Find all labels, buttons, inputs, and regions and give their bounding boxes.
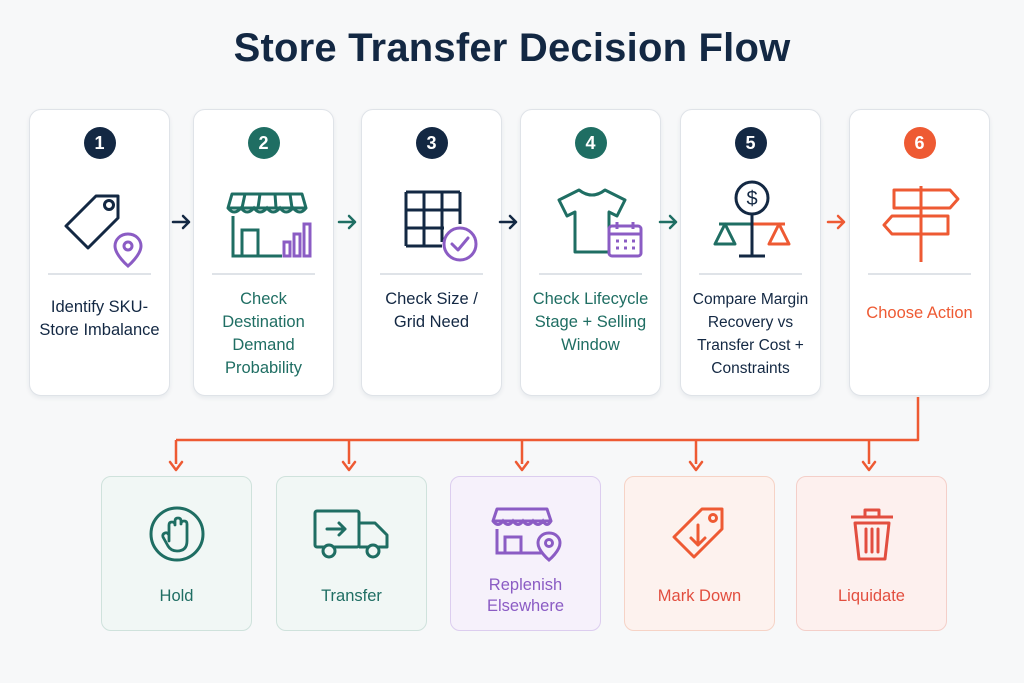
card-divider <box>212 273 315 275</box>
signpost-icon <box>850 172 991 276</box>
page-title: Store Transfer Decision Flow <box>233 26 791 70</box>
step-number-badge: 5 <box>734 127 767 159</box>
step-card-4: 4 Check Lifecycle Stage + Selling Window <box>520 109 661 396</box>
size-grid-check-icon <box>362 172 503 276</box>
arrow-right-icon <box>498 214 518 230</box>
step-label: Identify SKU-Store Imbalance <box>39 298 160 339</box>
outcome-label: Transfer <box>321 586 382 605</box>
tshirt-calendar-icon <box>521 172 662 276</box>
outcome-label: Liquidate <box>838 586 905 605</box>
markdown-tag-icon <box>625 499 774 569</box>
price-tag-location-icon <box>30 172 171 276</box>
card-divider <box>868 273 971 275</box>
outcome-card-replenish-elsewhere: Replenish Elsewhere <box>450 476 601 631</box>
delivery-truck-icon <box>277 499 426 569</box>
step-label: Check Lifecycle Stage + Selling Window <box>532 290 649 354</box>
step-number-badge: 2 <box>247 127 280 159</box>
svg-text:$: $ <box>746 188 757 210</box>
card-divider <box>380 273 483 275</box>
store-bar-chart-icon <box>194 172 335 276</box>
store-location-icon <box>451 499 600 569</box>
step-label: Choose Action <box>866 304 973 322</box>
step-card-6: 6 Choose Action <box>849 109 990 396</box>
card-divider <box>48 273 151 275</box>
trash-bin-icon <box>797 499 946 569</box>
outcome-label: Replenish Elsewhere <box>486 576 565 615</box>
card-divider <box>699 273 802 275</box>
step-card-1: 1 Identify SKU-Store Imbalance <box>29 109 170 396</box>
outcome-card-mark-down: Mark Down <box>624 476 775 631</box>
stop-hand-icon <box>102 499 251 569</box>
card-divider <box>539 273 642 275</box>
outcome-label: Mark Down <box>657 586 742 605</box>
step-number-badge: 3 <box>415 127 448 159</box>
arrow-right-icon <box>171 214 191 230</box>
step-card-3: 3 Check Size / Grid Need <box>361 109 502 396</box>
arrow-right-icon <box>337 214 357 230</box>
arrow-right-icon <box>826 214 846 230</box>
step-label: Compare Margin Recovery vs Transfer Cost… <box>692 291 809 377</box>
step-label: Check Size / Grid Need <box>385 290 478 331</box>
step-card-5: 5 $ Compare Margin Recovery vs Transfer … <box>680 109 821 396</box>
step-number-badge: 4 <box>574 127 607 159</box>
outcome-card-liquidate: Liquidate <box>796 476 947 631</box>
outcome-card-transfer: Transfer <box>276 476 427 631</box>
step-number-badge: 1 <box>83 127 116 159</box>
outcome-label: Hold <box>159 586 194 605</box>
dollar-scale-icon: $ <box>681 172 822 276</box>
arrow-right-icon <box>658 214 678 230</box>
outcome-card-hold: Hold <box>101 476 252 631</box>
step-card-2: 2 Check Destination Demand Probability <box>193 109 334 396</box>
step-number-badge: 6 <box>903 127 936 159</box>
step-label: Check Destination Demand Probability <box>222 290 305 377</box>
